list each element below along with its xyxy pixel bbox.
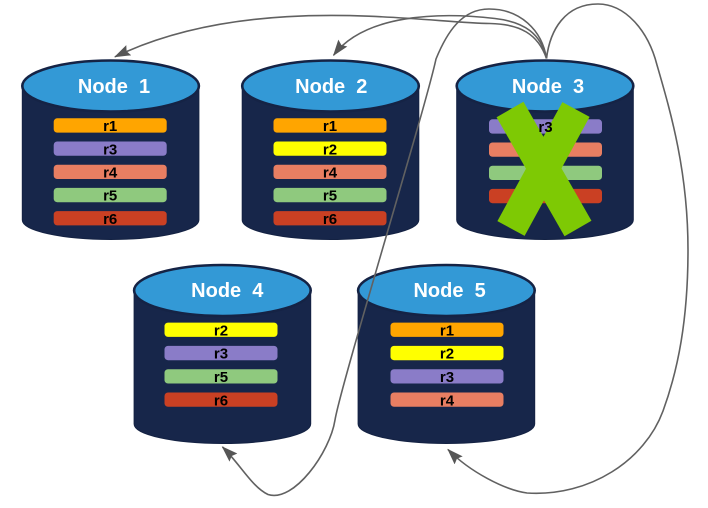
svg-text:r3: r3 bbox=[538, 119, 552, 136]
svg-text:r2: r2 bbox=[323, 141, 337, 158]
svg-text:r4: r4 bbox=[323, 165, 338, 182]
svg-text:Node 2: Node 2 bbox=[295, 76, 367, 98]
svg-text:r1: r1 bbox=[103, 118, 117, 135]
svg-text:r6: r6 bbox=[103, 211, 117, 228]
svg-text:r3: r3 bbox=[440, 369, 454, 386]
svg-text:Node 4: Node 4 bbox=[191, 280, 264, 302]
svg-text:r4: r4 bbox=[440, 392, 455, 409]
svg-text:Node 5: Node 5 bbox=[413, 280, 485, 302]
svg-text:r2: r2 bbox=[214, 322, 228, 339]
svg-text:r1: r1 bbox=[440, 322, 454, 339]
svg-text:r6: r6 bbox=[323, 211, 337, 228]
svg-text:r2: r2 bbox=[440, 346, 454, 363]
svg-text:r5: r5 bbox=[323, 188, 337, 205]
svg-text:r6: r6 bbox=[214, 392, 228, 409]
svg-text:r3: r3 bbox=[214, 346, 228, 363]
svg-text:r5: r5 bbox=[103, 188, 117, 205]
svg-text:Node 1: Node 1 bbox=[78, 76, 150, 98]
svg-text:Node 3: Node 3 bbox=[512, 76, 584, 98]
svg-text:r1: r1 bbox=[323, 118, 337, 135]
svg-text:r3: r3 bbox=[103, 141, 117, 158]
svg-text:r4: r4 bbox=[103, 165, 118, 182]
svg-text:r5: r5 bbox=[214, 369, 228, 386]
